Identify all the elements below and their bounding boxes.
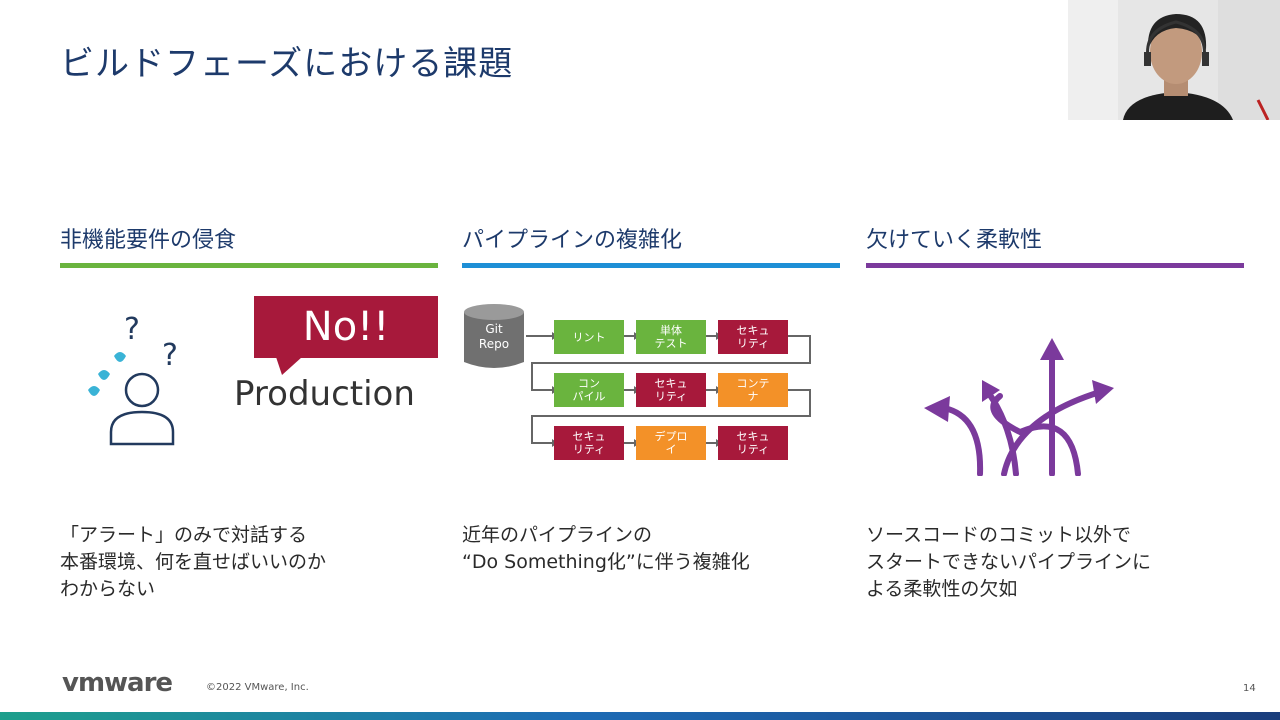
copyright-text: ©2022 VMware, Inc. [206,682,309,693]
column-rule-blue [462,263,840,268]
pipeline-step-unit-test: 単体 テスト [636,320,706,354]
column-rule-green [60,263,438,268]
bubble-tail-icon [276,357,302,375]
no-speech-bubble: No!! [254,296,438,358]
column-description-pipeline: 近年のパイプラインの “Do Something化”に伴う複雑化 [462,524,750,573]
production-label: Production [234,374,415,414]
pipeline-step-security: セキュ リティ [554,426,624,460]
pipeline-step-container: コンテ ナ [718,373,788,407]
pipeline-step-compile: コン パイル [554,373,624,407]
vmware-logo: vmware [62,668,173,698]
page-number: 14 [1243,683,1256,694]
pipeline-step-security: セキュ リティ [636,373,706,407]
pipeline-step-security: セキュ リティ [718,320,788,354]
pipeline-step-lint: リント [554,320,624,354]
column-description-flexibility: ソースコードのコミット以外で スタートできないパイプラインに よる柔軟性の欠如 [866,524,1152,600]
column-rule-purple [866,263,1244,268]
pipeline-connectors [526,332,811,447]
git-repo-label: Git Repo [478,322,510,351]
webcam-video [1068,0,1280,120]
question-mark-2: ? [162,338,178,373]
database-icon [464,304,524,368]
pipeline-step-security: セキュ リティ [718,426,788,460]
question-mark-1: ? [124,312,140,347]
column-heading-pipeline: パイプラインの複雑化 [462,228,683,253]
presenter-image [1068,0,1280,120]
confused-user-icon [88,352,175,446]
bottom-gradient-bar [0,712,1280,720]
diverging-arrows-icon [924,338,1114,476]
column-heading-nfr: 非機能要件の侵食 [60,228,237,253]
slide-title: ビルドフェーズにおける課題 [60,44,514,84]
column-heading-flexibility: 欠けていく柔軟性 [866,228,1043,253]
column-description-nfr: 「アラート」のみで対話する 本番環境、何を直せばいいのか わからない [60,524,327,600]
pipeline-step-deploy: デプロ イ [636,426,706,460]
